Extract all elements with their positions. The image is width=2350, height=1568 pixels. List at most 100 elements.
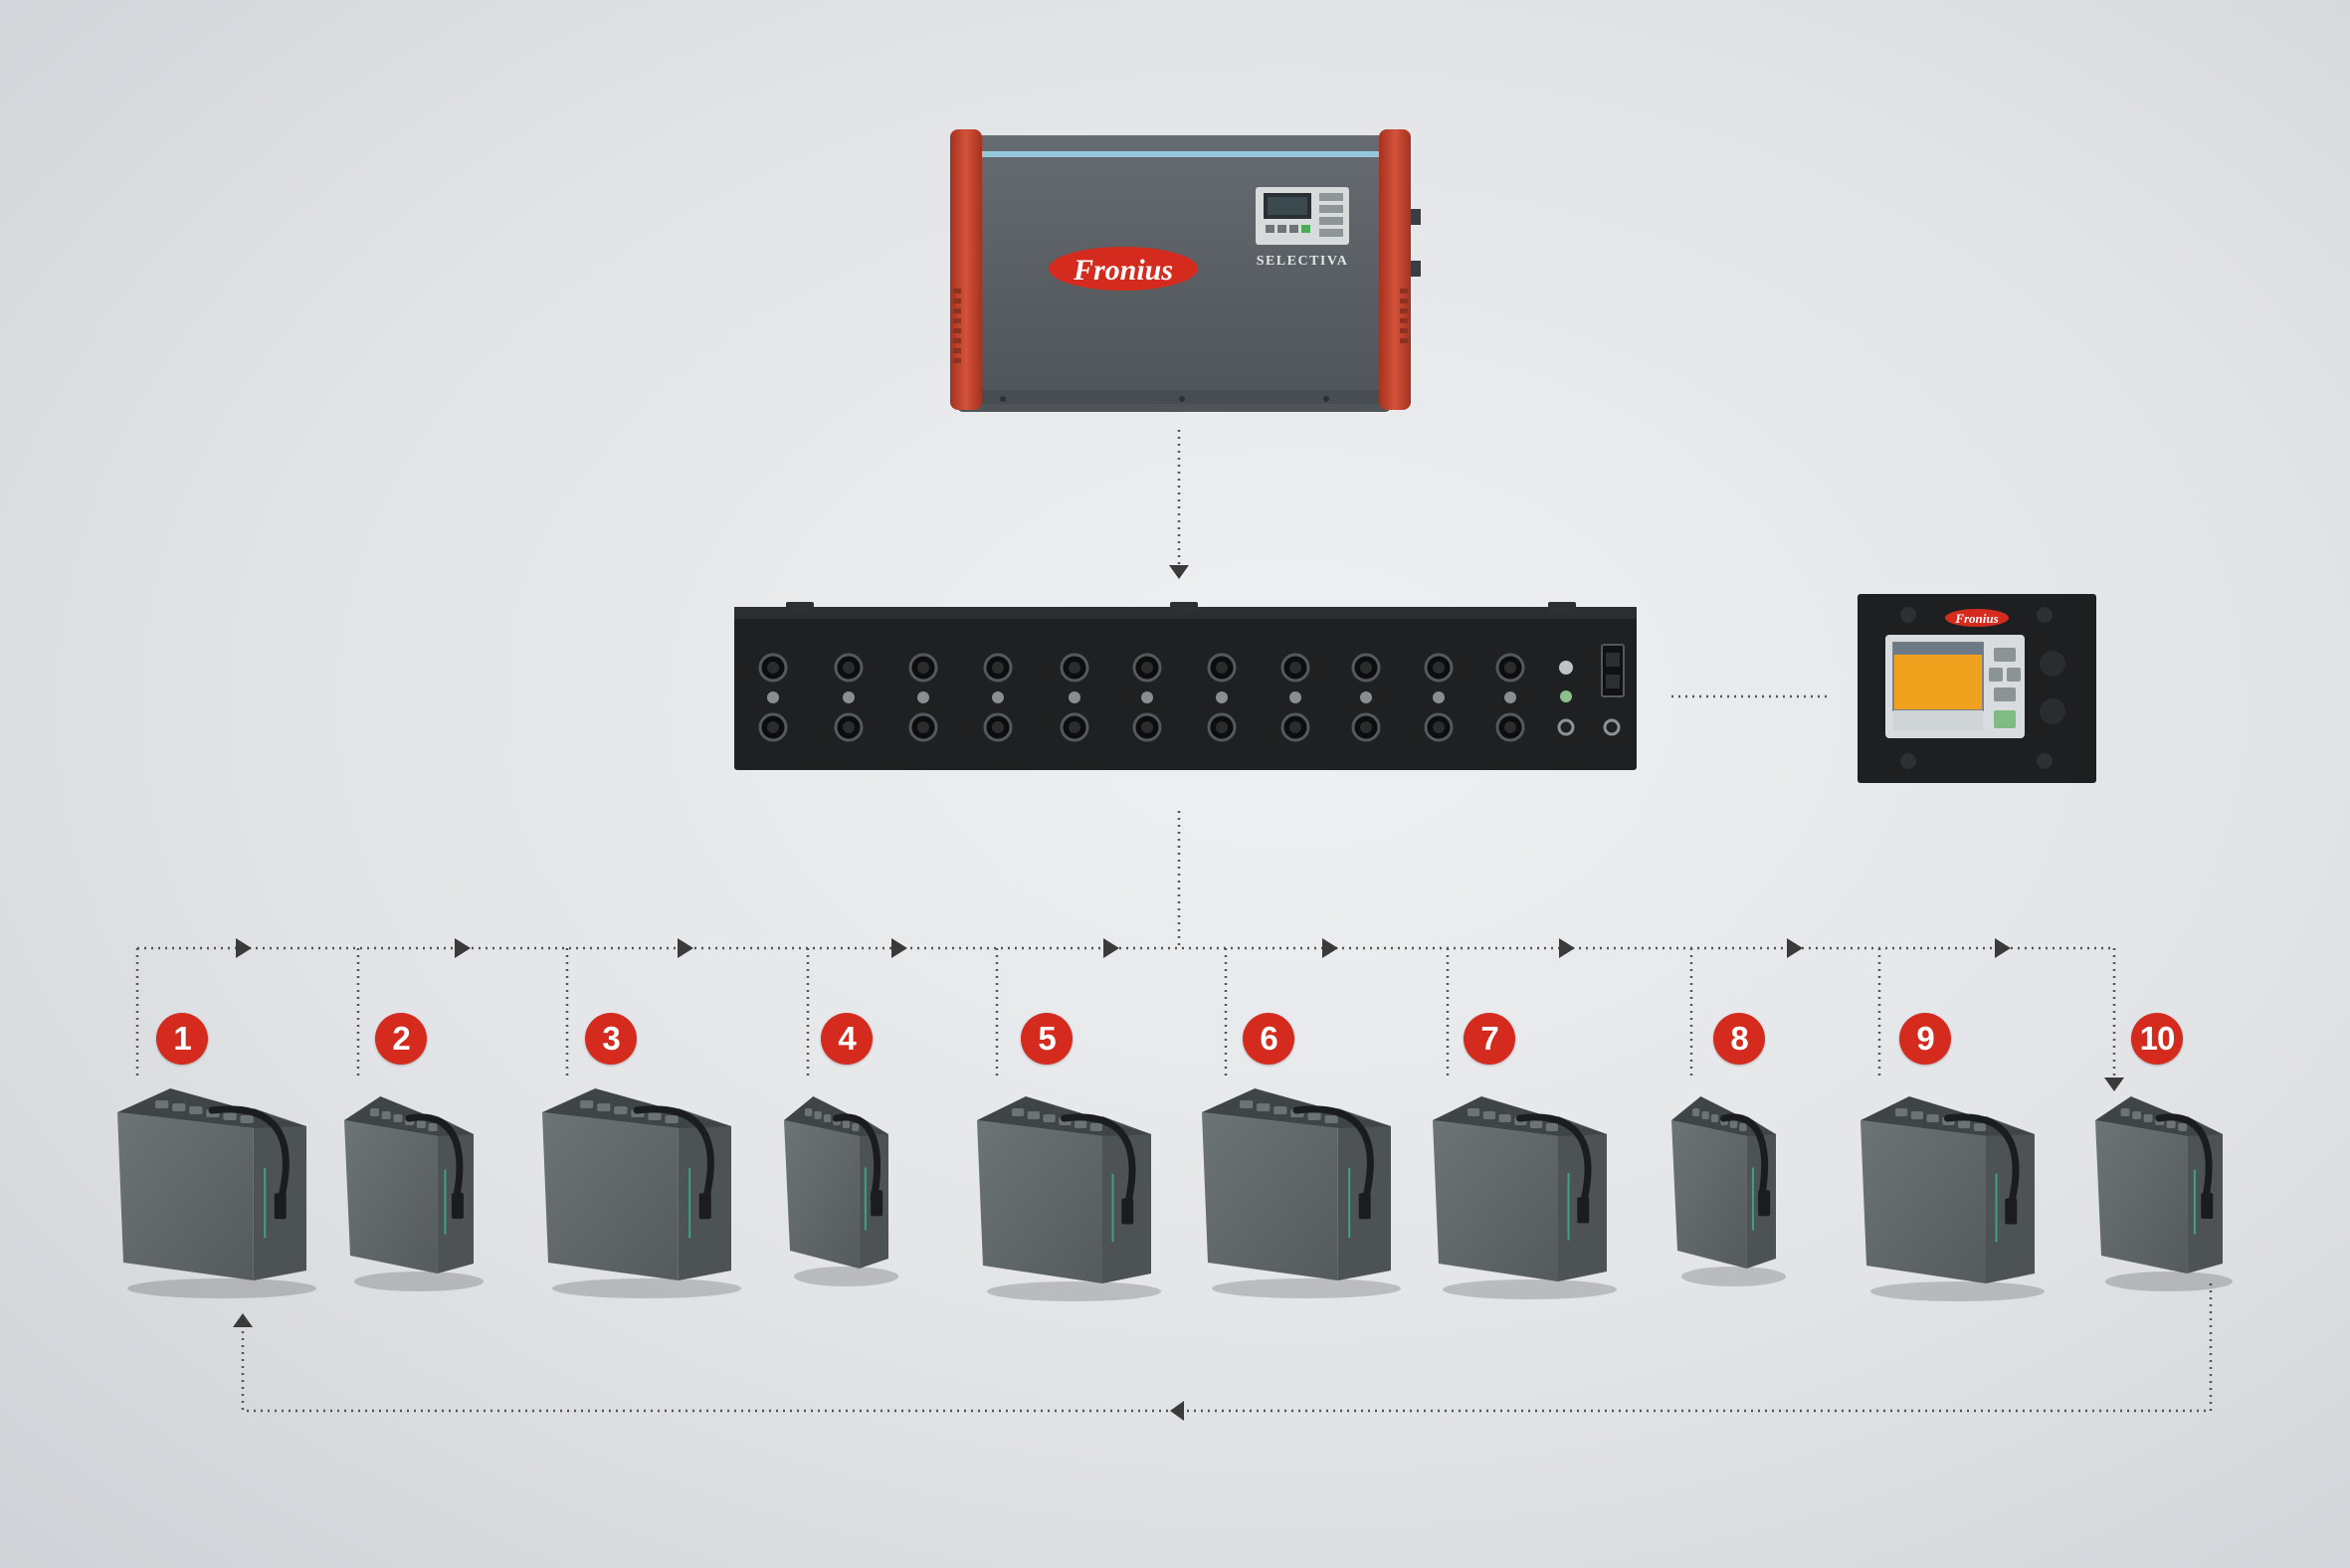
- fronius-logo: [1049, 247, 1198, 291]
- battery-10: [2095, 1096, 2233, 1291]
- battery-1: [117, 1088, 316, 1298]
- battery-4: [784, 1096, 898, 1286]
- battery-cells: [155, 1100, 254, 1123]
- mount-clip-center: [1170, 602, 1198, 614]
- socket-indicator: [767, 691, 779, 703]
- aux-port-1: [1557, 718, 1575, 736]
- bus-arrow-2: [455, 938, 471, 958]
- battery-front: [117, 1112, 254, 1280]
- battery-drop-lines: [135, 948, 1881, 1079]
- battery-front: [344, 1120, 438, 1274]
- socket-column-1: [758, 653, 788, 742]
- controller-brand: Fronius: [1954, 611, 1998, 626]
- bus-arrow-9: [1995, 938, 2011, 958]
- socket-indicator: [992, 691, 1004, 703]
- socket-column-3: [908, 653, 938, 742]
- bus-arrow-7: [1559, 938, 1575, 958]
- battery-5: [977, 1096, 1161, 1301]
- arrow-down-to-module: [1169, 565, 1189, 579]
- battery-number-badge: 6: [1243, 1013, 1294, 1065]
- battery-number-badge: 8: [1713, 1013, 1765, 1065]
- socket-indicator: [1360, 691, 1372, 703]
- connection-lines: [137, 430, 2213, 1413]
- mount-clip-left: [786, 602, 814, 614]
- battery-front: [1433, 1120, 1558, 1281]
- battery-front: [977, 1120, 1102, 1283]
- socket-indicator: [1289, 691, 1301, 703]
- battery-plug: [1577, 1197, 1590, 1224]
- status-led: [1559, 661, 1573, 675]
- battery-cable: [208, 1105, 290, 1207]
- battery-cable: [633, 1105, 714, 1207]
- battery-3: [542, 1088, 741, 1298]
- battery-plug: [451, 1193, 464, 1219]
- battery-charger: Fronius SELECTIVA: [950, 129, 1421, 412]
- battery-plug: [871, 1190, 883, 1217]
- battery-number-badge: 2: [375, 1013, 427, 1065]
- battery-front: [1671, 1120, 1747, 1269]
- battery-front: [542, 1112, 679, 1280]
- distribution-module: [734, 602, 1637, 770]
- battery-plug: [1121, 1198, 1134, 1225]
- battery-plug: [1758, 1190, 1771, 1217]
- battery-number-badge: 1: [156, 1013, 208, 1065]
- battery-number-badge: 7: [1464, 1013, 1515, 1065]
- charger-control-panel: [1256, 187, 1349, 245]
- battery-cells: [580, 1100, 679, 1123]
- socket-column-2: [834, 653, 864, 742]
- socket-indicator: [1216, 691, 1228, 703]
- main-switch: [1601, 644, 1625, 697]
- socket-columns: [758, 653, 1525, 742]
- battery-plug: [1358, 1193, 1371, 1220]
- return-line: [241, 1283, 2213, 1413]
- arrow-return-left: [1170, 1401, 1184, 1421]
- socket-indicator: [1069, 691, 1080, 703]
- battery-cable: [833, 1113, 881, 1203]
- battery-front: [2095, 1120, 2188, 1274]
- battery-cable: [1516, 1113, 1592, 1211]
- battery-number-badge: 9: [1899, 1013, 1951, 1065]
- bus-arrow-1: [236, 938, 252, 958]
- socket-column-5: [1060, 653, 1089, 742]
- bus-arrow-3: [678, 938, 693, 958]
- battery-cable: [1944, 1113, 2020, 1212]
- battery-cells: [370, 1108, 438, 1131]
- socket-indicator: [1433, 691, 1445, 703]
- battery-front: [1860, 1120, 1986, 1283]
- socket-column-11: [1495, 653, 1525, 742]
- battery-front: [1202, 1112, 1338, 1280]
- socket-column-7: [1207, 653, 1237, 742]
- power-led: [1560, 690, 1572, 702]
- battery-8: [1671, 1096, 1786, 1286]
- mount-clip-right: [1548, 602, 1576, 614]
- aux-port-2: [1603, 718, 1621, 736]
- socket-column-8: [1280, 653, 1310, 742]
- bus-arrow-6: [1322, 938, 1338, 958]
- socket-indicator: [917, 691, 929, 703]
- socket-column-10: [1424, 653, 1454, 742]
- control-unit: Fronius: [1858, 594, 2096, 783]
- battery-number-badge: 4: [821, 1013, 873, 1065]
- battery-plug: [274, 1193, 287, 1220]
- charger-right-frame: [1379, 129, 1411, 410]
- battery-9: [1860, 1096, 2045, 1301]
- arrow-down-to-battery-10: [2104, 1078, 2124, 1091]
- bus-arrows: [236, 938, 2011, 958]
- battery-number-badge: 3: [585, 1013, 637, 1065]
- flow-arrows: [233, 565, 2124, 1421]
- battery-front: [784, 1120, 860, 1269]
- battery-7: [1433, 1096, 1617, 1299]
- socket-column-6: [1132, 653, 1162, 742]
- battery-2: [344, 1096, 484, 1291]
- charger-model: SELECTIVA: [1257, 254, 1349, 269]
- socket-column-9: [1351, 653, 1381, 742]
- battery-plug: [2201, 1193, 2214, 1219]
- controller-keypad: [1989, 648, 2021, 728]
- battery-cable: [1292, 1105, 1374, 1207]
- charger-brand: Fronius: [1073, 254, 1173, 287]
- socket-indicator: [1504, 691, 1516, 703]
- charger-left-frame: [950, 129, 982, 410]
- battery-cable: [1720, 1113, 1769, 1203]
- battery-plug: [698, 1193, 711, 1220]
